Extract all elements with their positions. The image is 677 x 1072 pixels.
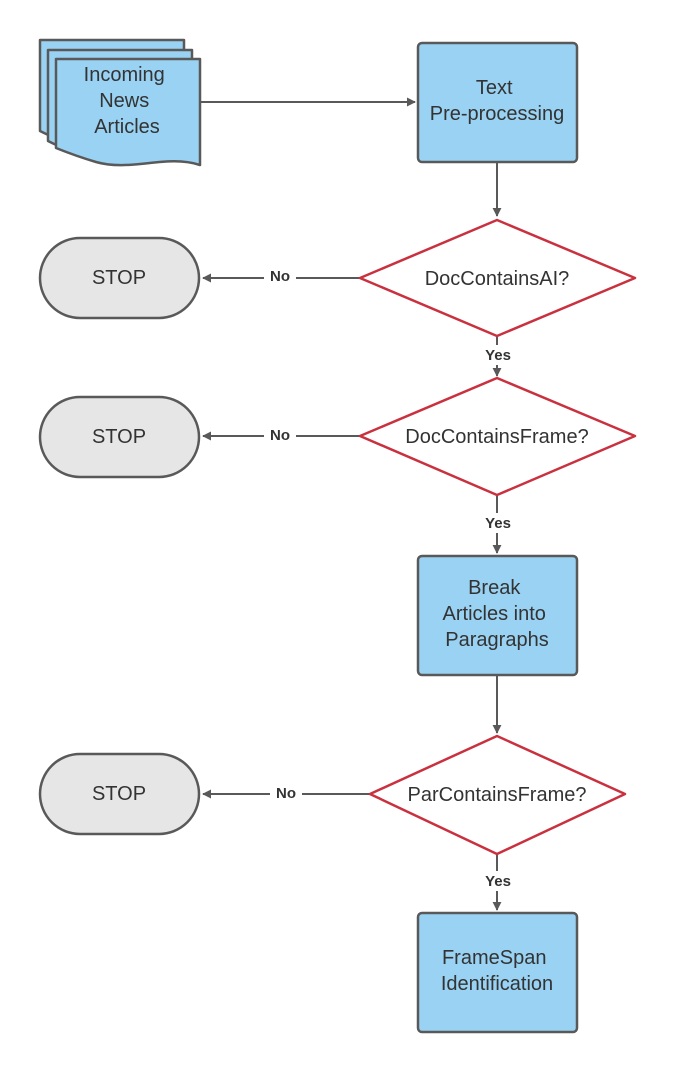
node-decision-par-contains-frame[interactable]: ParContainsFrame? — [368, 734, 627, 856]
framespan-line-2: Identification — [441, 973, 553, 995]
node-decision-doc-contains-frame[interactable]: DocContainsFrame? — [358, 376, 637, 497]
edge-label-decision2-no: No — [270, 427, 290, 444]
decision-diamond — [358, 218, 637, 338]
break-line-1: Break — [468, 577, 521, 599]
svg-text:Incoming News Arti: Incoming News Articles — [84, 64, 171, 138]
edge-labels: No Yes No Yes No Yes — [264, 266, 516, 891]
terminal-pill — [38, 395, 201, 479]
preprocess-line-1: Text — [476, 77, 513, 99]
edge-label-decision1-no: No — [270, 268, 290, 285]
decision-diamond — [368, 734, 627, 856]
node-break-articles[interactable]: Break Articles into Paragraphs — [416, 554, 579, 677]
decision-diamond — [358, 376, 637, 497]
terminal-pill — [38, 752, 201, 836]
edge-label-decision2-yes: Yes — [485, 515, 511, 532]
node-incoming-news-articles[interactable]: Incoming News Articles — [38, 38, 202, 167]
incoming-line-2: News — [99, 90, 149, 112]
node-stop-1[interactable]: STOP — [38, 236, 201, 320]
decision1-label: DocContainsAI? — [425, 268, 570, 290]
svg-text:FrameSpan Identification: FrameSpan Identification — [441, 947, 553, 995]
framespan-line-1: FrameSpan — [442, 947, 547, 969]
decision3-label: ParContainsFrame? — [408, 784, 587, 806]
node-decision-doc-contains-ai[interactable]: DocContainsAI? — [358, 218, 637, 338]
node-stop-3[interactable]: STOP — [38, 752, 201, 836]
incoming-line-3: Articles — [94, 116, 160, 138]
stop1-label: STOP — [92, 267, 146, 289]
stop2-label: STOP — [92, 426, 146, 448]
edge-label-decision3-yes: Yes — [485, 873, 511, 890]
process-box — [416, 41, 579, 164]
process-box — [416, 554, 579, 677]
preprocess-line-2: Pre-processing — [430, 103, 565, 125]
svg-text:Break Articles into: Break Articles into Paragraphs — [443, 577, 552, 651]
node-text-preprocessing[interactable]: Text Pre-processing — [416, 41, 579, 164]
break-line-2: Articles into — [443, 603, 546, 625]
svg-text:Text Pre-processing: Text Pre-processing — [430, 77, 565, 125]
break-line-3: Paragraphs — [445, 629, 548, 651]
edge-label-decision3-no: No — [276, 785, 296, 802]
edge-label-decision1-yes: Yes — [485, 347, 511, 364]
node-framespan-identification[interactable]: FrameSpan Identification — [416, 911, 579, 1034]
decision2-label: DocContainsFrame? — [405, 426, 588, 448]
document-stack-front — [54, 57, 202, 167]
terminal-pill — [38, 236, 201, 320]
process-box — [416, 911, 579, 1034]
stop3-label: STOP — [92, 783, 146, 805]
incoming-line-1: Incoming — [84, 64, 165, 86]
node-stop-2[interactable]: STOP — [38, 395, 201, 479]
